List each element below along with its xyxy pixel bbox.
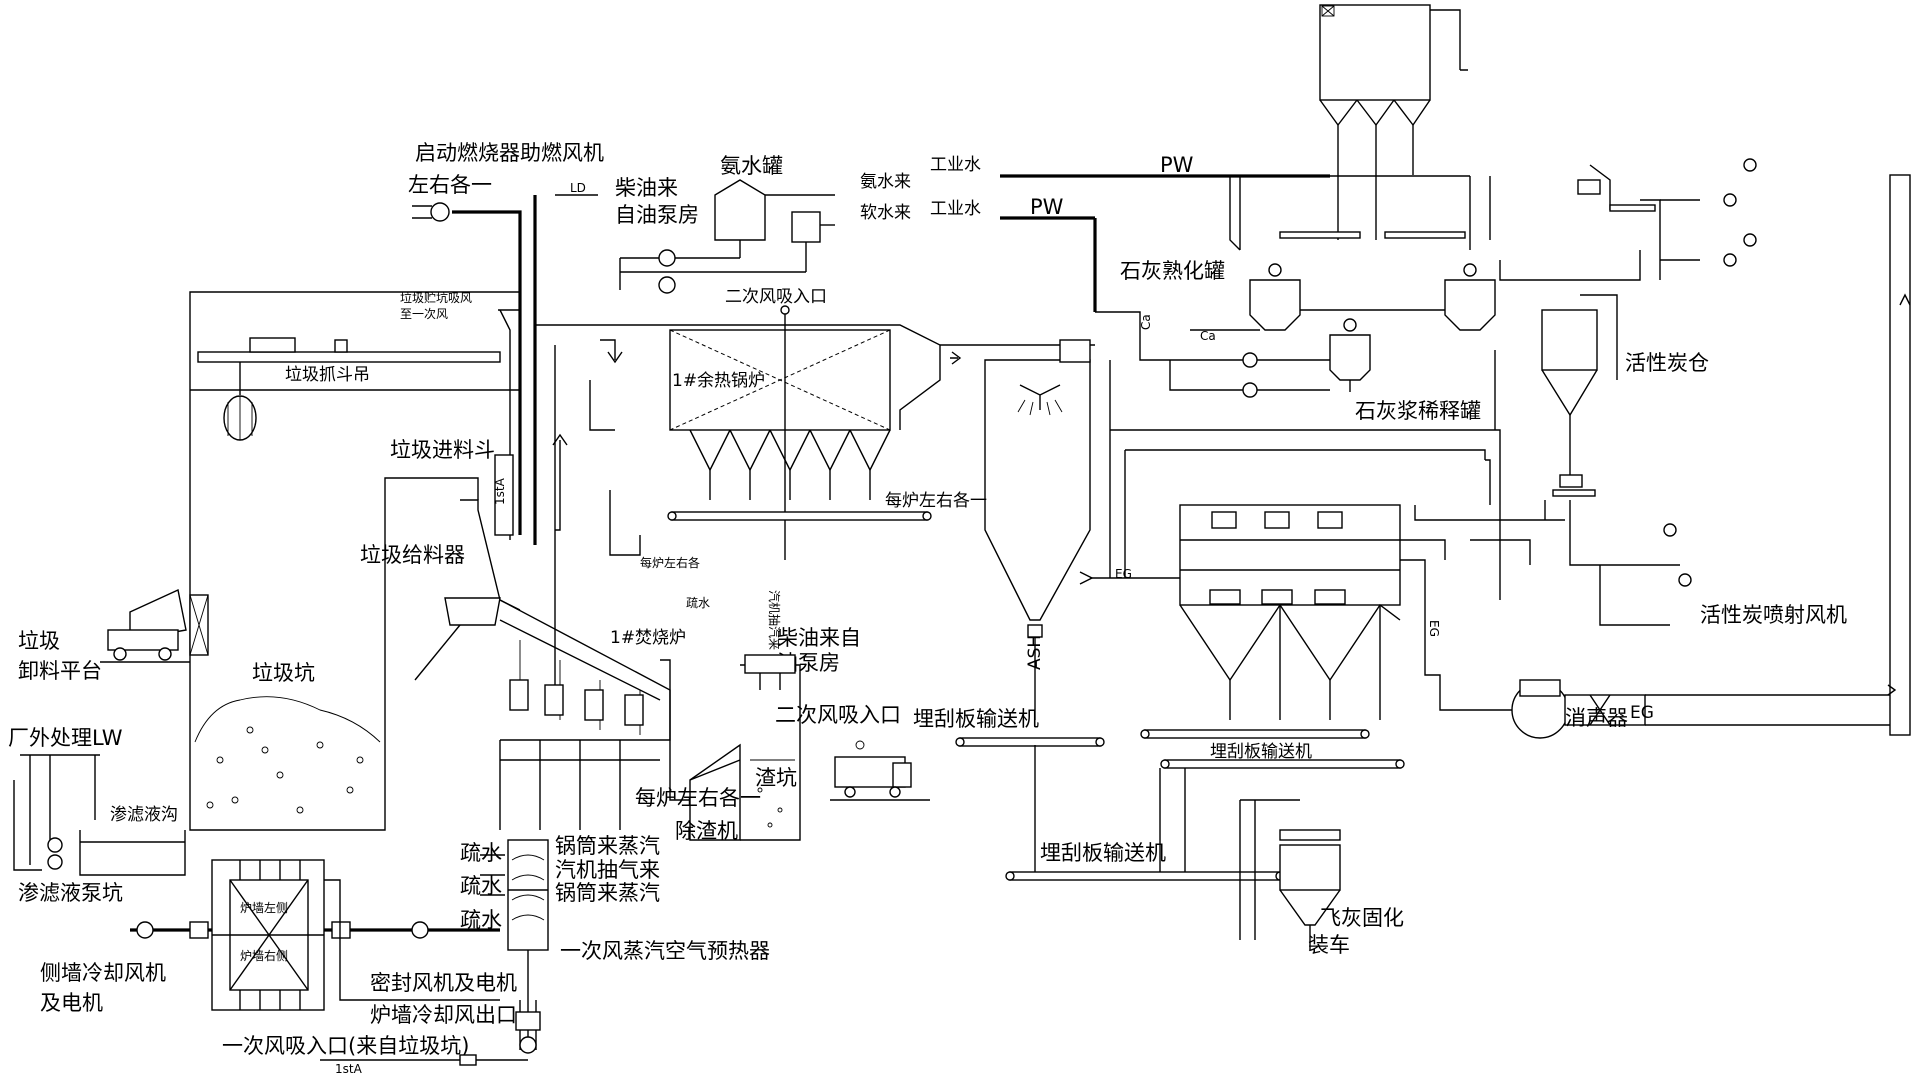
soft-water-from-label: 软水来 (860, 203, 911, 223)
diesel-from-label-2: 自油泵房 (615, 203, 699, 227)
waste-heat-boiler (535, 305, 941, 700)
wall-right-label: 炉墙右侧 (240, 948, 288, 963)
activated-carbon-silo (1414, 158, 1757, 626)
garbage-crane-label: 垃圾抓斗吊 (285, 365, 370, 385)
startup-burner-fan: LD (412, 181, 598, 545)
bag-filter (1109, 429, 1531, 720)
slag-truck (830, 756, 930, 801)
eg-label-1: EG (1115, 567, 1132, 581)
diesel-from-label-1: 柴油来 (615, 176, 678, 200)
drain-label-3: 疏水 (460, 908, 502, 932)
drum-steam-label-2: 锅筒来蒸汽 (555, 881, 660, 905)
furnace-label: 1#焚烧炉 (610, 628, 686, 648)
induced-draft-fan (1511, 174, 1911, 739)
lsta-vertical-label: 1stA (493, 477, 507, 505)
primary-air-preheater (320, 839, 549, 1066)
wall-left-label: 炉墙左侧 (240, 900, 288, 915)
scraper-conveyor-label-1: 埋刮板输送机 (913, 707, 1039, 731)
garbage-unloading-label-2: 卸料平台 (18, 659, 102, 683)
ca-label-2: Ca (1200, 329, 1216, 343)
left-right-each-label: 左右各一 (408, 173, 492, 197)
pw-lines (1000, 174, 1471, 312)
slag-remover-label: 除渣机 (675, 819, 738, 843)
garbage-pit (189, 665, 386, 831)
drum-steam-label-1: 锅筒来蒸汽 (555, 834, 660, 858)
lime-slaking-tank-label: 石灰熟化罐 (1120, 259, 1225, 283)
eg-label-2: EG (1630, 703, 1654, 723)
lsta-bottom-label: 1stA (335, 1062, 363, 1076)
wall-cooling-outlet-label: 炉墙冷却风出口 (370, 1003, 517, 1027)
steam-turbine-small-label: 汽机抽汽来 (767, 590, 782, 650)
garbage-hopper-label: 垃圾进料斗 (390, 438, 495, 462)
loading-truck-label: 装车 (1308, 933, 1350, 957)
side-wall-cooling (130, 859, 500, 1011)
secondary-air-inlet-label: 二次风吸入口 (725, 287, 827, 307)
leachate-ditch-label: 渗滤液沟 (110, 805, 178, 825)
side-wall-fan-label-1: 侧墙冷却风机 (40, 961, 166, 985)
startup-burner-fan-label: 启动燃烧器助燃风机 (415, 141, 604, 165)
per-furnace-left-right-label-2: 每炉左右各一 (885, 491, 987, 511)
leachate-pump-pit-label: 渗滤液泵坑 (18, 881, 123, 905)
seal-fan-label: 密封风机及电机 (370, 971, 517, 995)
drain-small-label: 疏水 (686, 595, 710, 610)
drain-label-2: 疏水 (460, 874, 502, 898)
garbage-hopper: 1stA (414, 454, 521, 681)
pw-label-2: PW (1030, 195, 1064, 219)
industrial-water-label-1: 工业水 (930, 155, 981, 175)
pw-label-1: PW (1160, 153, 1194, 177)
ammonia-tank (619, 179, 835, 294)
per-furnace-left-right-label-3: 每炉左右各一 (635, 786, 761, 810)
lime-slaking-tanks (1095, 176, 1496, 398)
slag-pit-label: 渣坑 (755, 766, 797, 790)
ammonia-tank-label: 氨水罐 (720, 154, 783, 178)
ash-label: ASH (1025, 635, 1045, 670)
turbine-extraction-label: 汽机抽气来 (555, 858, 660, 882)
external-treatment-label: 厂外处理LW (8, 726, 123, 750)
fly-ash-solidification-label: 飞灰固化 (1320, 906, 1404, 930)
silencer-label: 消声器 (1565, 706, 1628, 730)
spray-reactor (940, 339, 1190, 720)
ld-label: LD (570, 181, 586, 195)
eg-vertical-label: EG (1427, 620, 1441, 637)
right-side-lines (1109, 350, 1546, 600)
diesel-pump-label-1: 柴油来自 (777, 626, 861, 650)
building-outline (189, 291, 520, 665)
garbage-feeder-label: 垃圾给料器 (360, 543, 465, 567)
activated-carbon-silo-label: 活性炭仓 (1625, 351, 1709, 375)
side-wall-fan-label-2: 及电机 (40, 991, 103, 1015)
fly-ash-silo (1279, 829, 1341, 950)
activated-carbon-fan-label: 活性炭喷射风机 (1700, 603, 1847, 627)
leachate-system (13, 754, 186, 876)
pit-suction-label-1: 垃圾贮坑吸风 (400, 290, 472, 305)
drain-label-1: 疏水 (460, 841, 502, 865)
secondary-air-inlet-label-2: 二次风吸入口 (775, 703, 901, 727)
primary-air-preheater-label: 一次风蒸汽空气预热器 (560, 939, 770, 963)
lime-slurry-dilution-tank-label: 石灰浆稀释罐 (1355, 399, 1481, 423)
lime-silo (1319, 4, 1468, 240)
garbage-unloading-label-1: 垃圾 (18, 629, 60, 653)
pit-suction-label-2: 至一次风 (400, 307, 448, 321)
scraper-conveyor-label-3: 埋刮板输送机 (1040, 841, 1166, 865)
incinerator-furnace (499, 599, 741, 841)
primary-air-inlet-label: 一次风吸入口(来自垃圾坑) (222, 1034, 469, 1058)
per-furnace-left-right-small-label: 每炉左右各 (640, 555, 700, 570)
ca-label-1: Ca (1139, 314, 1153, 330)
ammonia-from-label: 氨水来 (860, 172, 911, 192)
garbage-truck (100, 588, 209, 663)
industrial-water-label-2: 工业水 (930, 199, 981, 219)
scraper-conveyor-label-2: 埋刮板输送机 (1210, 742, 1312, 762)
slag-remover (689, 654, 865, 841)
boiler-label: 1#余热锅炉 (672, 371, 765, 391)
garbage-pit-label: 垃圾坑 (252, 661, 315, 685)
